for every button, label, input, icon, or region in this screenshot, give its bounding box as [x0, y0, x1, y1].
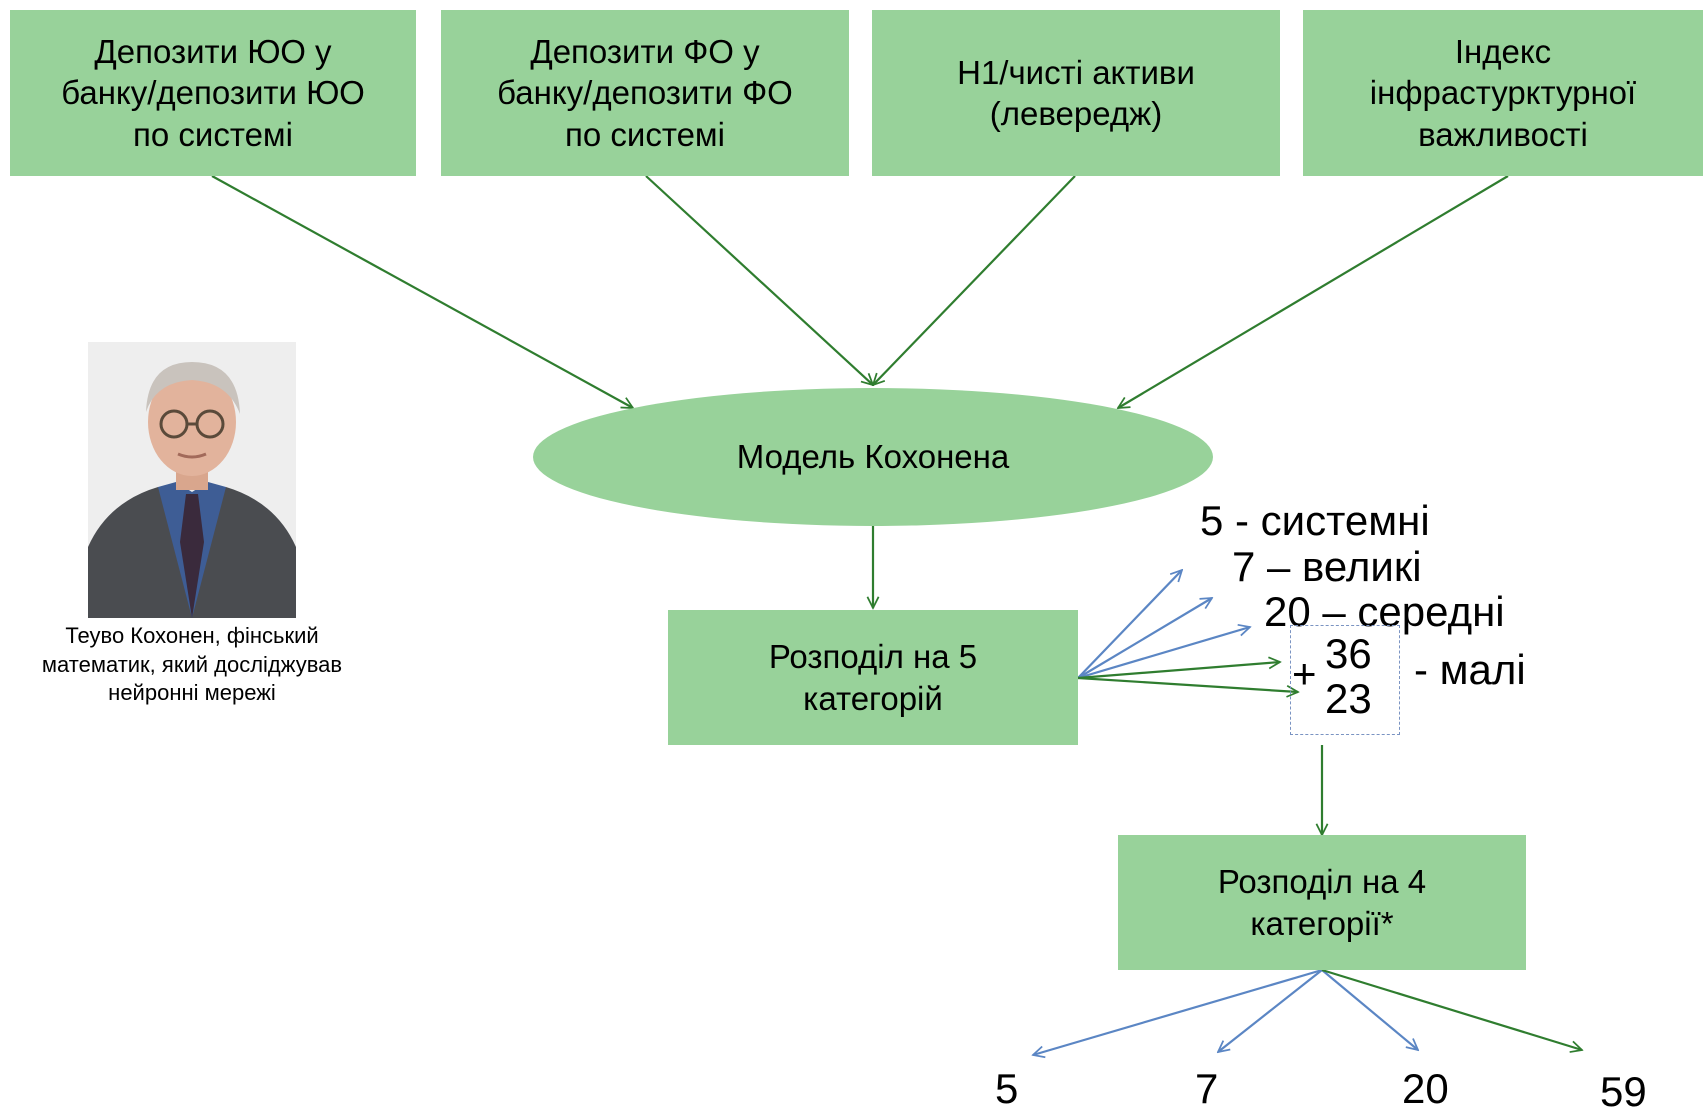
arrow-split5-small-b [1077, 676, 1298, 692]
split-5-categories-box: Розподіл на 5 категорій [668, 610, 1078, 745]
final-count-large: 7 [1195, 1065, 1219, 1112]
arrow-split4-final3 [1321, 969, 1418, 1050]
final-count-systemic: 5 [995, 1065, 1019, 1112]
input-box-leverage: Н1/чисті активи (левередж) [872, 10, 1280, 176]
input-box-legal-deposits: Депозити ЮО у банку/депозити ЮО по систе… [10, 10, 416, 176]
arrow-input3-model [873, 175, 1076, 385]
arrow-input1-model [211, 175, 633, 409]
small-count-b: 23 [1325, 675, 1372, 722]
split-4-categories-box: Розподіл на 4 категорії* [1118, 835, 1526, 970]
category-large: 7 – великі [1232, 543, 1422, 590]
arrow-split4-final2 [1218, 969, 1323, 1052]
category-systemic: 5 - системні [1200, 497, 1430, 544]
small-count-a: 36 [1325, 630, 1372, 677]
final-count-small: 59 [1600, 1068, 1647, 1115]
portrait-illustration [88, 342, 296, 618]
arrow-input4-model [1118, 175, 1509, 408]
arrow-split5-large [1077, 598, 1212, 679]
category-small-label: - малі [1414, 646, 1526, 693]
arrow-split4-final4 [1321, 968, 1582, 1050]
final-count-medium: 20 [1402, 1065, 1449, 1112]
kohonen-model-label: Модель Кохонена [736, 438, 1010, 475]
small-banks-group [1290, 625, 1400, 735]
category-medium: 20 – середні [1264, 588, 1505, 635]
arrow-split4-final1 [1033, 968, 1323, 1055]
arrow-split5-systemic [1077, 570, 1182, 679]
arrow-input2-model [645, 175, 873, 385]
small-plus-sign: + [1292, 650, 1317, 697]
arrow-split5-medium [1077, 627, 1250, 680]
kohonen-model-ellipse: Модель Кохонена [533, 388, 1213, 526]
kohonen-portrait-photo [88, 342, 296, 618]
arrow-split5-small-a [1077, 662, 1280, 680]
input-box-infrastructure-index: Індекс інфрастурктурної важливості [1303, 10, 1703, 176]
portrait-caption: Теуво Кохонен, фінський математик, який … [41, 623, 343, 706]
input-box-individual-deposits: Депозити ФО у банку/депозити ФО по систе… [441, 10, 849, 176]
